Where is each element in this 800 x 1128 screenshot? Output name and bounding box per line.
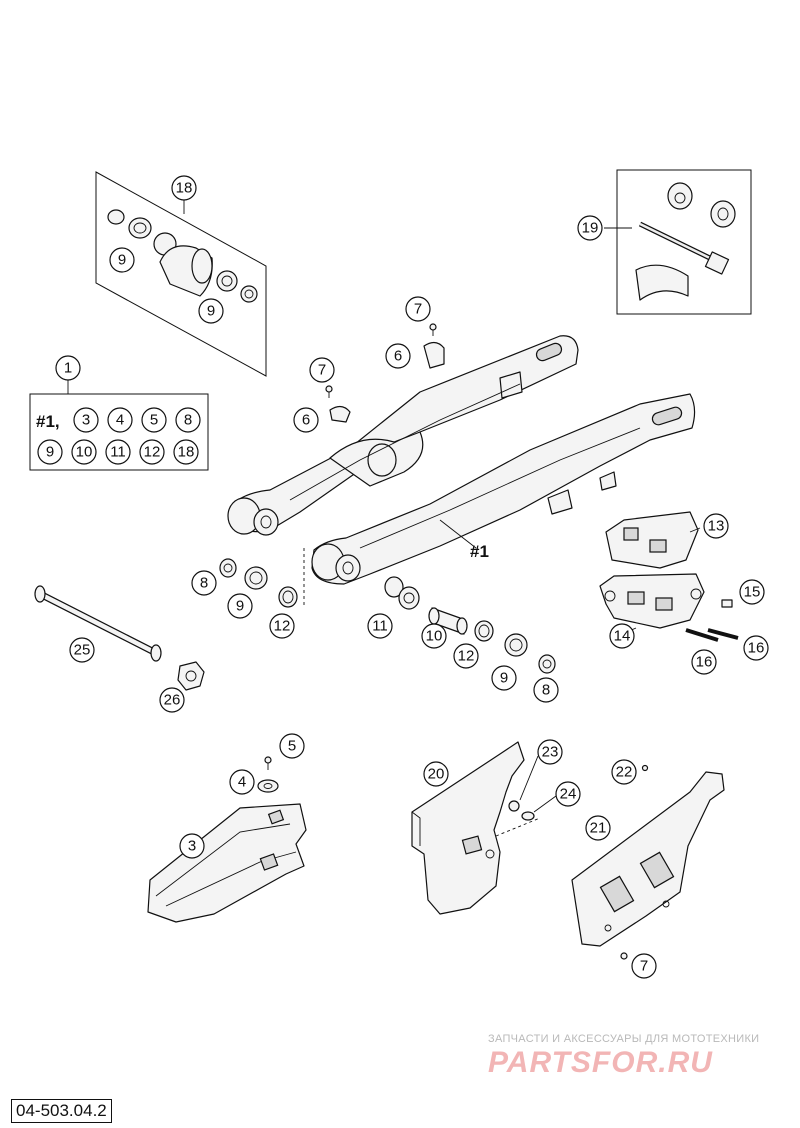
pivot-axle (34, 585, 205, 691)
callout-25: 25 (69, 637, 95, 663)
kit-prefix: #1, (36, 412, 60, 431)
swingarm (227, 335, 696, 606)
callout-4: 4 (229, 769, 255, 795)
kit-item: 18 (178, 444, 195, 461)
callout-12: 12 (269, 613, 295, 639)
kit-row-1: 3 4 5 8 (73, 407, 201, 433)
callout-8: 8 (533, 677, 559, 703)
callout-24: 24 (555, 781, 581, 807)
callout-9: 9 (227, 593, 253, 619)
callout-number: 11 (372, 618, 388, 635)
chain-slider (147, 756, 307, 923)
kit-contents-box: 1 #1, 3 4 5 8 9 10 11 12 18 (29, 355, 209, 471)
callout-number: 25 (74, 642, 91, 659)
chain-guard-rear (571, 764, 725, 960)
callout-number: 21 (590, 820, 607, 837)
callout-9: 9 (198, 298, 224, 324)
callout-6: 6 (385, 343, 411, 369)
watermark-tagline: ЗАПЧАСТИ И АКСЕССУАРЫ ДЛЯ МОТОТЕХНИКИ (488, 1033, 760, 1045)
callout-number: 7 (414, 301, 422, 318)
callout-13: 13 (703, 513, 729, 539)
callout-number: 8 (542, 682, 550, 699)
callout-26: 26 (159, 687, 185, 713)
callout-number: 14 (614, 628, 631, 645)
callout-23: 23 (537, 739, 563, 765)
callout-3: 3 (179, 833, 205, 859)
callout-number: 13 (708, 518, 725, 535)
callout-number: 19 (582, 220, 599, 237)
callout-18: 18 (171, 175, 197, 201)
watermark-logo: PARTSFOR.RU (488, 1046, 713, 1079)
kit-item: 8 (184, 412, 192, 429)
callout-number: 20 (428, 766, 445, 783)
callout-22: 22 (611, 759, 637, 785)
kit-item: 3 (82, 412, 90, 429)
kit-callout-1: 1 (55, 355, 81, 381)
callout-number: 24 (560, 786, 577, 803)
callout-19: 19 (577, 215, 603, 241)
swingarm-label: #1 (470, 542, 489, 561)
callout-number: 6 (302, 412, 310, 429)
callout-20: 20 (423, 761, 449, 787)
kit-item: 10 (76, 444, 93, 461)
callout-number: 5 (288, 738, 296, 755)
callout-number: 26 (164, 692, 181, 709)
kit-row-2: 9 10 11 12 18 (37, 439, 199, 465)
callout-number: 7 (640, 958, 648, 975)
callout-number: 9 (500, 670, 508, 687)
callout-number: 18 (176, 180, 193, 197)
callout-11: 11 (367, 613, 393, 639)
callout-9: 9 (491, 665, 517, 691)
callout-16: 16 (691, 649, 717, 675)
callout-5: 5 (279, 733, 305, 759)
callout-7: 7 (309, 357, 335, 383)
kit-item: 5 (150, 412, 158, 429)
callout-number: 15 (744, 584, 761, 601)
callout-16: 16 (743, 635, 769, 661)
callout-8: 8 (191, 570, 217, 596)
kit-18-panel (95, 171, 267, 377)
kit-item: 11 (110, 444, 126, 461)
chain-guide (599, 511, 739, 642)
bearings-and-spacers (219, 558, 556, 674)
kit-item: 12 (144, 444, 161, 461)
callout-6: 6 (293, 407, 319, 433)
callout-number: 3 (188, 838, 196, 855)
callout-7: 7 (405, 296, 431, 322)
callout-number: 23 (542, 744, 559, 761)
callout-number: 12 (274, 618, 291, 635)
callout-number: 9 (207, 303, 215, 320)
kit-item: 9 (46, 444, 54, 461)
callout-number: 6 (394, 348, 402, 365)
callout-15: 15 (739, 579, 765, 605)
callout-9: 9 (109, 247, 135, 273)
callout-1-label: 1 (64, 360, 72, 377)
callout-number: 9 (118, 252, 126, 269)
callout-number: 12 (458, 648, 475, 665)
kit-item: 4 (116, 412, 124, 429)
callout-number: 22 (616, 764, 633, 781)
callout-number: 8 (200, 575, 208, 592)
callout-number: 9 (236, 598, 244, 615)
callouts: 18 9 9 19 7 6 7 6 13 14 15 16 16 8 9 12 … (69, 175, 769, 979)
callout-12: 12 (453, 643, 479, 669)
callout-21: 21 (585, 815, 611, 841)
kit-19-panel (616, 169, 752, 315)
callout-number: 16 (748, 640, 765, 657)
chain-cover-front (411, 741, 541, 915)
callout-7: 7 (631, 953, 657, 979)
callout-10: 10 (421, 623, 447, 649)
clamps-and-screws (325, 323, 445, 423)
callout-14: 14 (609, 623, 635, 649)
document-code: 04-503.04.2 (11, 1099, 112, 1123)
callout-number: 16 (696, 654, 713, 671)
callout-number: 4 (238, 774, 246, 791)
callout-number: 7 (318, 362, 326, 379)
callout-number: 10 (426, 628, 443, 645)
